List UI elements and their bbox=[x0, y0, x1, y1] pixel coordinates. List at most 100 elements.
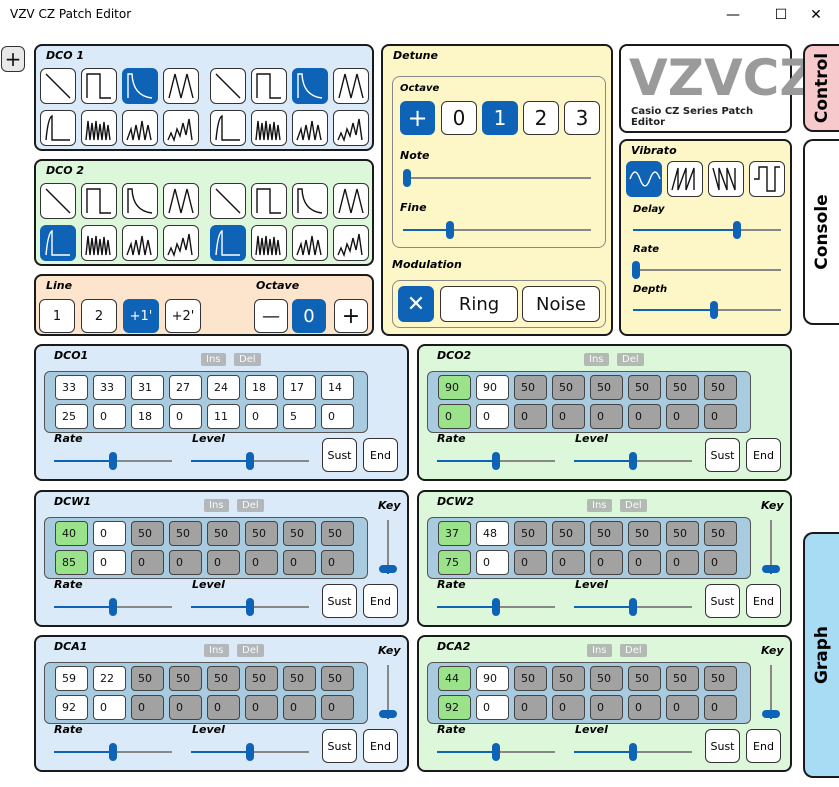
dca2-level-8[interactable]: 0 bbox=[704, 695, 737, 720]
dca1-rate-8[interactable]: 50 bbox=[321, 666, 354, 691]
dca1-rate-2[interactable]: 22 bbox=[93, 666, 126, 691]
dco2-rate-1[interactable]: 90 bbox=[438, 375, 471, 400]
dcw2-del-button[interactable]: Del bbox=[620, 499, 647, 512]
minimize-button[interactable]: — bbox=[726, 7, 740, 23]
dca1-level-3[interactable]: 0 bbox=[131, 695, 164, 720]
dca1-rate-3[interactable]: 50 bbox=[131, 666, 164, 691]
dco1-rate-5[interactable]: 24 bbox=[207, 375, 240, 400]
dca1-level-5[interactable]: 0 bbox=[207, 695, 240, 720]
dca2-rate-1[interactable]: 44 bbox=[438, 666, 471, 691]
line-button-2[interactable]: 2 bbox=[81, 299, 117, 333]
line-button-3[interactable]: +1' bbox=[123, 299, 159, 333]
dco1-level-4[interactable]: 0 bbox=[169, 404, 202, 429]
dcw1-key-slider[interactable] bbox=[379, 520, 397, 574]
dcw1-level-slider-thumb[interactable] bbox=[246, 598, 254, 616]
dcw1-rate-4[interactable]: 50 bbox=[169, 521, 202, 546]
dca2-del-button[interactable]: Del bbox=[620, 644, 647, 657]
dco2-ins-button[interactable]: Ins bbox=[584, 353, 609, 366]
dcw1-ins-button[interactable]: Ins bbox=[204, 499, 229, 512]
modulation-off-button[interactable]: ✕ bbox=[398, 286, 434, 322]
octave-plus-button[interactable]: + bbox=[334, 299, 368, 333]
dco1-del-button[interactable]: Del bbox=[234, 353, 261, 366]
add-button[interactable]: + bbox=[1, 46, 25, 72]
dcw2-rate-1[interactable]: 37 bbox=[438, 521, 471, 546]
maximize-button[interactable]: ☐ bbox=[774, 7, 788, 23]
dco1-rate-3[interactable]: 31 bbox=[131, 375, 164, 400]
dco1-wave-button-4[interactable] bbox=[163, 68, 199, 104]
dco1-level-2[interactable]: 0 bbox=[93, 404, 126, 429]
dco1-rate-slider-thumb[interactable] bbox=[109, 452, 117, 470]
dca2-sust-button[interactable]: Sust bbox=[705, 729, 740, 763]
dca1-rate-7[interactable]: 50 bbox=[283, 666, 316, 691]
depth-slider-thumb[interactable] bbox=[710, 301, 719, 319]
dco2-rate-3[interactable]: 50 bbox=[514, 375, 547, 400]
octave-minus-button[interactable]: — bbox=[254, 299, 288, 333]
dca1-rate-slider-thumb[interactable] bbox=[109, 743, 117, 761]
dco2-level-slider-thumb[interactable] bbox=[629, 452, 637, 470]
dco2-rate-slider-thumb[interactable] bbox=[492, 452, 500, 470]
dco2-level-6[interactable]: 0 bbox=[628, 404, 661, 429]
dco2-wave-button-3[interactable] bbox=[122, 183, 158, 219]
dco2-wave-button-14[interactable] bbox=[251, 225, 287, 261]
dco2-rate-4[interactable]: 50 bbox=[552, 375, 585, 400]
detune-octave-sign-button[interactable]: + bbox=[400, 101, 435, 135]
line-button-1[interactable]: 1 bbox=[39, 299, 75, 333]
dcw2-end-button[interactable]: End bbox=[746, 584, 781, 618]
dcw1-sust-button[interactable]: Sust bbox=[322, 584, 357, 618]
detune-octave-button-3[interactable]: 3 bbox=[564, 101, 600, 135]
dco1-rate-7[interactable]: 17 bbox=[283, 375, 316, 400]
dca2-rate-3[interactable]: 50 bbox=[514, 666, 547, 691]
dco2-wave-button-10[interactable] bbox=[81, 225, 117, 261]
dco1-wave-button-14[interactable] bbox=[251, 110, 287, 146]
dco1-wave-button-2[interactable] bbox=[81, 68, 117, 104]
vibrato-rate-slider[interactable] bbox=[631, 261, 781, 279]
dco2-rate-6[interactable]: 50 bbox=[628, 375, 661, 400]
dcw1-rate-7[interactable]: 50 bbox=[283, 521, 316, 546]
dco1-wave-button-6[interactable] bbox=[251, 68, 287, 104]
delay-slider-thumb[interactable] bbox=[732, 221, 741, 239]
dco2-level-4[interactable]: 0 bbox=[552, 404, 585, 429]
dcw2-level-2[interactable]: 0 bbox=[476, 550, 509, 575]
dcw1-level-5[interactable]: 0 bbox=[207, 550, 240, 575]
dco1-end-button[interactable]: End bbox=[363, 438, 398, 472]
dcw1-rate-5[interactable]: 50 bbox=[207, 521, 240, 546]
dco2-wave-button-13[interactable] bbox=[210, 225, 246, 261]
dcw2-rate-slider[interactable] bbox=[437, 598, 555, 616]
dcw2-rate-5[interactable]: 50 bbox=[590, 521, 623, 546]
dcw2-rate-6[interactable]: 50 bbox=[628, 521, 661, 546]
dcw1-level-1[interactable]: 85 bbox=[55, 550, 88, 575]
dcw1-level-7[interactable]: 0 bbox=[283, 550, 316, 575]
dca1-level-7[interactable]: 0 bbox=[283, 695, 316, 720]
dco1-level-7[interactable]: 5 bbox=[283, 404, 316, 429]
dco2-level-slider[interactable] bbox=[574, 452, 692, 470]
dco2-wave-button-2[interactable] bbox=[81, 183, 117, 219]
dcw2-rate-3[interactable]: 50 bbox=[514, 521, 547, 546]
dcw2-ins-button[interactable]: Ins bbox=[587, 499, 612, 512]
dca2-level-slider-thumb[interactable] bbox=[629, 743, 637, 761]
dco2-wave-button-15[interactable] bbox=[292, 225, 328, 261]
dco2-del-button[interactable]: Del bbox=[617, 353, 644, 366]
note-slider-thumb[interactable] bbox=[402, 169, 411, 187]
dco1-level-1[interactable]: 25 bbox=[55, 404, 88, 429]
dca2-rate-5[interactable]: 50 bbox=[590, 666, 623, 691]
dco1-wave-button-16[interactable] bbox=[333, 110, 369, 146]
dco2-rate-2[interactable]: 90 bbox=[476, 375, 509, 400]
dco2-level-8[interactable]: 0 bbox=[704, 404, 737, 429]
dcw2-level-3[interactable]: 0 bbox=[514, 550, 547, 575]
dco2-wave-button-8[interactable] bbox=[333, 183, 369, 219]
close-button[interactable]: ✕ bbox=[810, 7, 822, 23]
tab-graph[interactable]: Graph bbox=[803, 532, 839, 778]
dco2-wave-button-16[interactable] bbox=[333, 225, 369, 261]
dco2-sust-button[interactable]: Sust bbox=[705, 438, 740, 472]
dca2-rate-slider-thumb[interactable] bbox=[492, 743, 500, 761]
dco1-wave-button-8[interactable] bbox=[333, 68, 369, 104]
dco1-ins-button[interactable]: Ins bbox=[201, 353, 226, 366]
dca1-rate-1[interactable]: 59 bbox=[55, 666, 88, 691]
dcw2-key-slider-thumb[interactable] bbox=[762, 564, 780, 573]
dca2-rate-8[interactable]: 50 bbox=[704, 666, 737, 691]
dco1-level-8[interactable]: 0 bbox=[321, 404, 354, 429]
dca2-ins-button[interactable]: Ins bbox=[587, 644, 612, 657]
dca2-level-4[interactable]: 0 bbox=[552, 695, 585, 720]
dco1-wave-button-12[interactable] bbox=[163, 110, 199, 146]
dcw1-rate-8[interactable]: 50 bbox=[321, 521, 354, 546]
